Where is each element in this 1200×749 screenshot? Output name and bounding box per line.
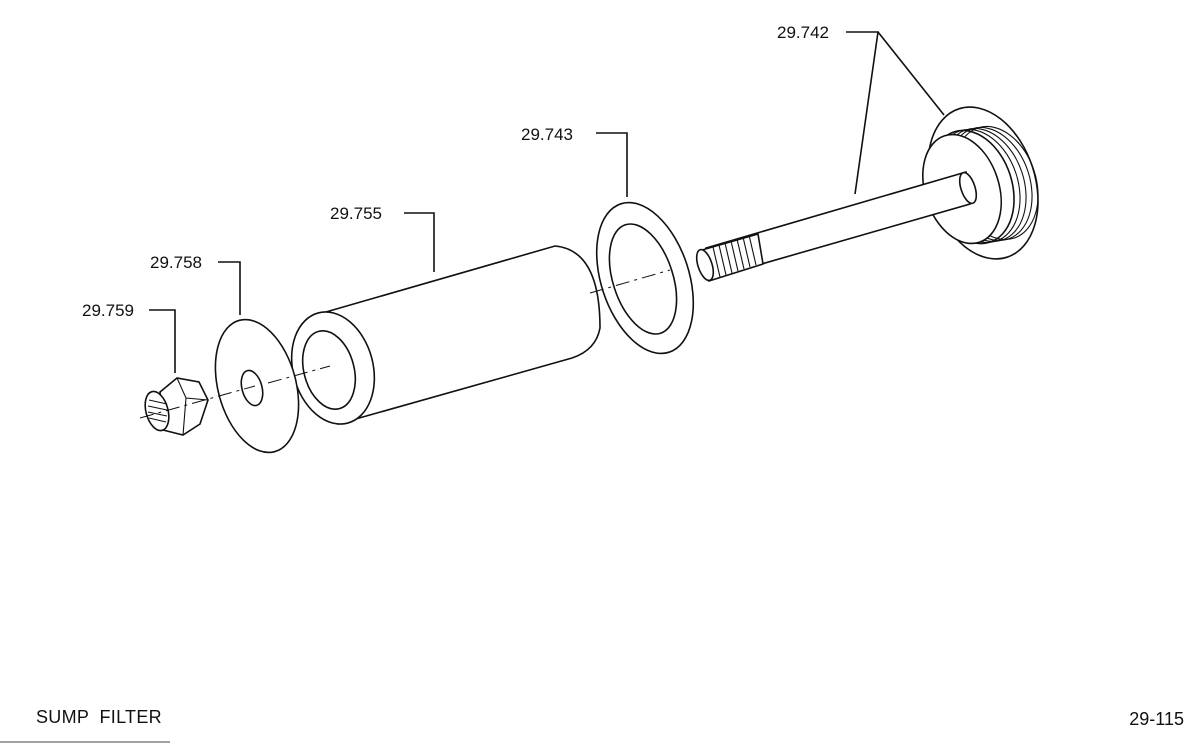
part-29-759-hex-nut [144, 377, 209, 436]
part-label-29-743: 29.743 [521, 125, 573, 144]
part-label-29-758: 29.758 [150, 253, 202, 272]
part-29-758-washer [214, 318, 300, 454]
part-label-29-742: 29.742 [777, 23, 829, 42]
part-29-742-bolt [695, 106, 1039, 283]
part-label-29-755: 29.755 [330, 204, 382, 223]
page-number: 29-115 [1129, 709, 1184, 729]
part-labels: 29.742 29.743 29.755 29.758 29.759 [82, 23, 829, 320]
leader-lines [149, 31, 945, 373]
figure-title: SUMP FILTER [36, 707, 162, 727]
part-29-743-gasket-ring [595, 201, 695, 355]
center-axis [139, 269, 671, 419]
part-label-29-759: 29.759 [82, 301, 134, 320]
part-29-755-filter-cylinder [290, 245, 601, 425]
